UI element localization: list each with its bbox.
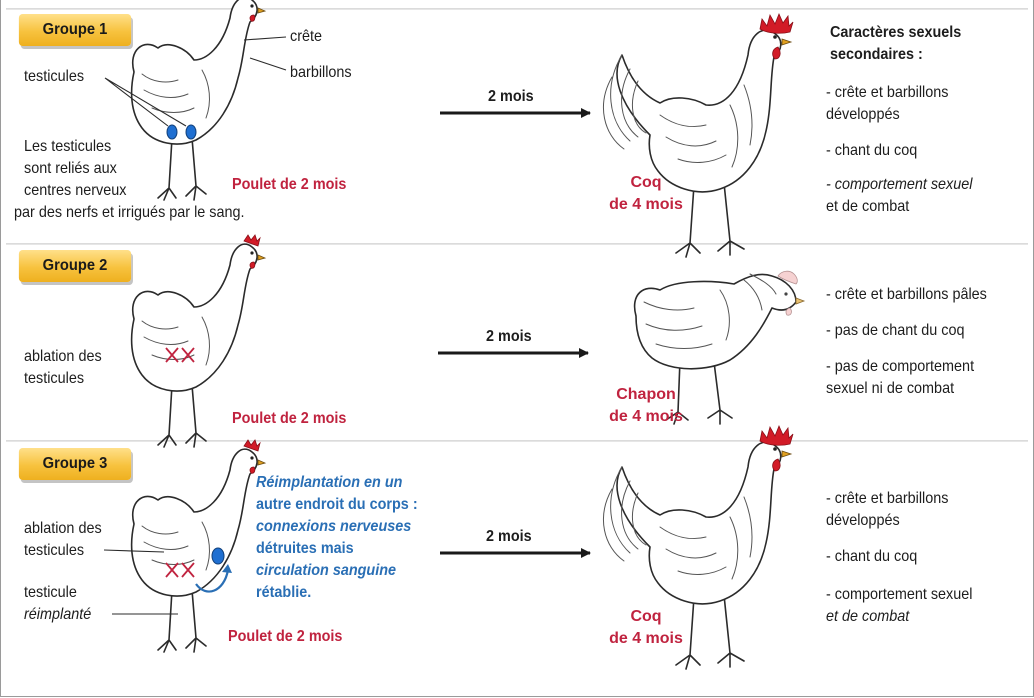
- trait-2-line-1: - chant du coq: [826, 140, 917, 162]
- trait-3-line-2: et de combat: [826, 196, 909, 218]
- trait-3-line-1: - pas de comportement: [826, 356, 974, 378]
- barbillons-leader: [250, 58, 286, 70]
- note-line-2: sont reliés aux: [24, 158, 117, 180]
- trait-1-line-1: - crête et barbillons: [826, 488, 948, 510]
- note-line-3: centres nerveux: [24, 180, 126, 202]
- arrow-label: 2 mois: [486, 526, 532, 548]
- result-caption-line-1: Coq: [600, 606, 692, 628]
- reimplantation-line-1: Réimplantation en un: [256, 472, 402, 494]
- arrow-label: 2 mois: [488, 86, 534, 108]
- reimplantation-line-5: circulation sanguine: [256, 560, 396, 582]
- trait-3-line-1: - comportement sexuel: [826, 584, 972, 606]
- reimplantation-line-4: détruites mais: [256, 538, 354, 560]
- trait-1-line-2: développés: [826, 104, 900, 126]
- trait-1-line-2: développés: [826, 510, 900, 532]
- group-badge: Groupe 1: [19, 14, 131, 46]
- reimplanted-testicle: [212, 548, 224, 564]
- group-badge: Groupe 2: [19, 250, 131, 282]
- reimplantation-line-3: connexions nerveuses: [256, 516, 411, 538]
- crete-label: crête: [290, 26, 322, 48]
- result-caption-line-1: Coq: [600, 172, 692, 194]
- poulet-caption: Poulet de 2 mois: [232, 408, 346, 430]
- note-line-4: par des nerfs et irrigués par le sang.: [14, 202, 245, 224]
- barbillons-label: barbillons: [290, 62, 352, 84]
- result-caption-line-1: Chapon: [596, 384, 696, 406]
- result-caption-line-2: de 4 mois: [594, 406, 698, 428]
- ablation-line-1: ablation des: [24, 346, 102, 368]
- testicules-label: testicules: [24, 66, 84, 88]
- trait-3-line-2: sexuel ni de combat: [826, 378, 954, 400]
- result-caption-line-2: de 4 mois: [594, 628, 698, 650]
- group-badge: Groupe 3: [19, 448, 131, 480]
- note-line-1: Les testicules: [24, 136, 111, 158]
- crete-leader: [244, 37, 286, 40]
- trait-3-line-1: - comportement sexuel: [826, 174, 972, 196]
- trait-2-line-1: - chant du coq: [826, 546, 917, 568]
- trait-1-line-1: - crête et barbillons: [826, 82, 948, 104]
- reimplante-label: réimplanté: [24, 604, 91, 626]
- ablation-line-2: testicules: [24, 368, 84, 390]
- traits-heading-line-2: secondaires :: [830, 44, 923, 66]
- ablation-line-1: ablation des: [24, 518, 102, 540]
- rooster-illustration: [603, 14, 793, 257]
- testicle-right: [186, 125, 196, 139]
- pullet-illustration: [132, 440, 265, 652]
- ablation-line-2: testicules: [24, 540, 84, 562]
- trait-1-line-1: - crête et barbillons pâles: [826, 284, 987, 306]
- pullet-illustration: [132, 0, 265, 200]
- reimplantation-line-2: autre endroit du corps :: [256, 494, 418, 516]
- poulet-caption: Poulet de 2 mois: [228, 626, 342, 648]
- arrow-label: 2 mois: [486, 326, 532, 348]
- traits-heading-line-1: Caractères sexuels: [830, 22, 961, 44]
- result-caption-line-2: de 4 mois: [594, 194, 698, 216]
- poulet-caption: Poulet de 2 mois: [232, 174, 346, 196]
- trait-3-line-2: et de combat: [826, 606, 909, 628]
- testicle-left: [167, 125, 177, 139]
- trait-2-line-1: - pas de chant du coq: [826, 320, 965, 342]
- testicule-label: testicule: [24, 582, 77, 604]
- reimplantation-line-6: rétablie.: [256, 582, 311, 604]
